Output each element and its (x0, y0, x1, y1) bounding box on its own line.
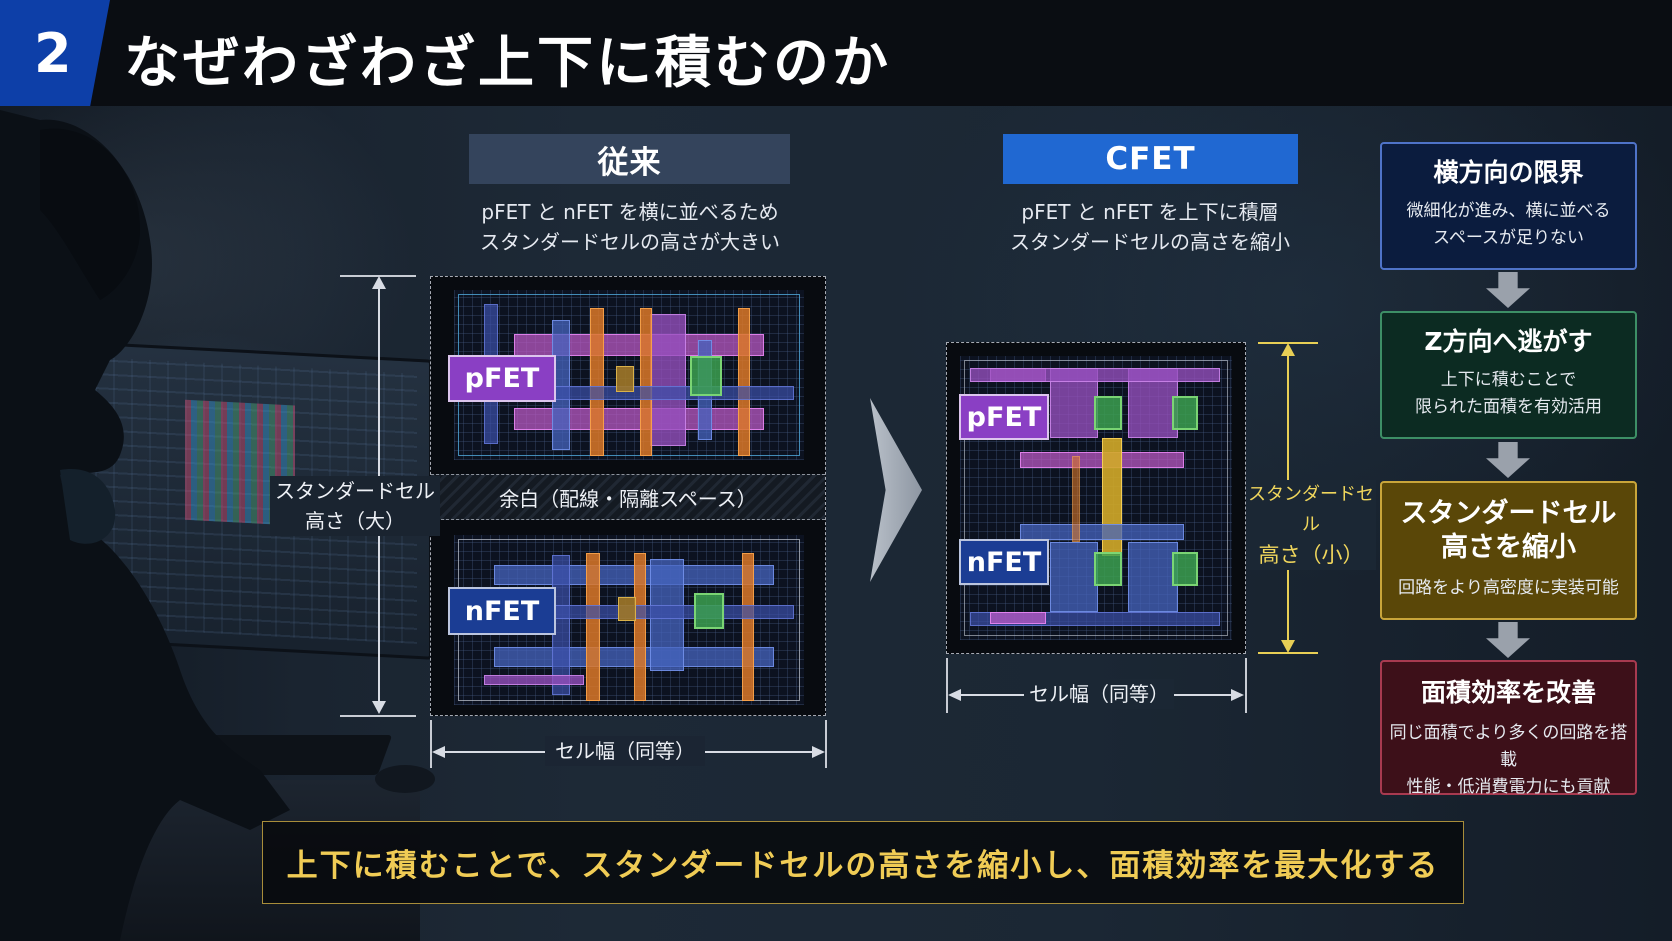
flow-step-3-title-2: 高さを縮小 (1441, 532, 1576, 563)
section-number: 2 (0, 0, 110, 106)
flow-step-3-desc-1: 回路をより高密度に実装可能 (1398, 578, 1619, 598)
summary-banner: 上下に積むことで、スタンダードセルの高さを縮小し、面積効率を最大化する (262, 821, 1464, 904)
conventional-label: 従来 (469, 134, 790, 184)
flow-step-2-desc-2: 限られた面積を有効活用 (1415, 397, 1602, 417)
flow-step-cell-height: スタンダードセル 高さを縮小 回路をより高密度に実装可能 (1380, 481, 1637, 620)
summary-text: 上下に積むことで、スタンダードセルの高さを縮小し、面積効率を最大化する (286, 848, 1440, 884)
width-arrow-left (432, 746, 445, 758)
cfet-stacked-layout (960, 356, 1232, 640)
conventional-nfet-tag: nFET (448, 587, 556, 635)
cfet-width-arrow-left (948, 689, 961, 701)
height-tick-top (340, 275, 416, 277)
arrow-down-icon (1486, 272, 1530, 308)
arrow-down-icon (1486, 442, 1530, 478)
flow-step-2-title: Z方向へ逃がす (1424, 327, 1593, 356)
height-tick-bottom (340, 715, 416, 717)
cfet-caption-line2: スタンダードセルの高さを縮小 (1010, 230, 1290, 254)
conventional-caption-line2: スタンダードセルの高さが大きい (480, 230, 780, 254)
flow-step-1-desc-2: スペースが足りない (1433, 228, 1584, 248)
height-arrow-up (372, 276, 386, 289)
page-title: なぜわざわざ上下に積むのか (124, 31, 891, 96)
cfet-width-arrow-right (1231, 689, 1244, 701)
cfet-width-tick-left (946, 658, 948, 713)
person-silhouette (0, 110, 290, 941)
flow-step-1-desc-1: 微細化が進み、横に並べる (1406, 201, 1611, 221)
conventional-nfet-layout (454, 535, 804, 705)
cfet-width-label: セル幅（同等） (1024, 679, 1174, 709)
flow-step-lateral-limit: 横方向の限界 微細化が進み、横に並べる スペースが足りない (1380, 142, 1637, 270)
spacer-label: 余白（配線・隔離スペース） (499, 486, 757, 511)
width-tick-left (430, 720, 432, 768)
header-bar: 2 なぜわざわざ上下に積むのか (0, 0, 1672, 106)
flow-step-area-efficiency: 面積効率を改善 同じ面積でより多くの回路を搭載 性能・低消費電力にも貢献 (1380, 660, 1637, 797)
cfet-caption-line1: pFET と nFET を上下に積層 (1021, 200, 1279, 224)
flow-step-4-title: 面積効率を改善 (1420, 678, 1596, 707)
cfet-height-label: スタンダードセル 高さ（小） (1246, 480, 1376, 570)
cfet-pfet-tag: pFET (959, 394, 1049, 440)
flow-step-1-title: 横方向の限界 (1433, 158, 1584, 187)
flow-step-4-desc-2: 性能・低消費電力にも貢献 (1406, 777, 1611, 797)
width-arrow-right (812, 746, 825, 758)
conventional-caption: pFET と nFET を横に並べるため スタンダードセルの高さが大きい (460, 197, 800, 257)
cfet-height-tick-top (1258, 342, 1318, 344)
conventional-height-label: スタンダードセル 高さ（大） (270, 476, 440, 536)
cfet-height-arrow-down (1281, 640, 1295, 653)
cfet-width-tick-right (1245, 658, 1247, 713)
height-arrow-down (372, 701, 386, 714)
cfet-label: CFET (1003, 134, 1298, 184)
cfet-height-arrow-up (1281, 343, 1295, 356)
conventional-pfet-tag: pFET (448, 355, 556, 402)
width-tick-right (825, 720, 827, 768)
conventional-spacer: 余白（配線・隔離スペース） (431, 474, 825, 520)
flow-step-z-direction: Z方向へ逃がす 上下に積むことで 限られた面積を有効活用 (1380, 311, 1637, 439)
flow-step-3-title-1: スタンダードセル (1400, 498, 1617, 529)
conventional-caption-line1: pFET と nFET を横に並べるため (481, 200, 779, 224)
chevron-right-icon (870, 398, 922, 582)
cfet-caption: pFET と nFET を上下に積層 スタンダードセルの高さを縮小 (990, 197, 1310, 257)
cfet-nfet-tag: nFET (959, 539, 1049, 585)
arrow-down-icon (1486, 622, 1530, 658)
mouse (375, 765, 435, 793)
flow-step-4-desc-1: 同じ面積でより多くの回路を搭載 (1389, 723, 1628, 770)
conventional-width-label: セル幅（同等） (545, 736, 705, 766)
flow-step-2-desc-1: 上下に積むことで (1440, 370, 1577, 390)
